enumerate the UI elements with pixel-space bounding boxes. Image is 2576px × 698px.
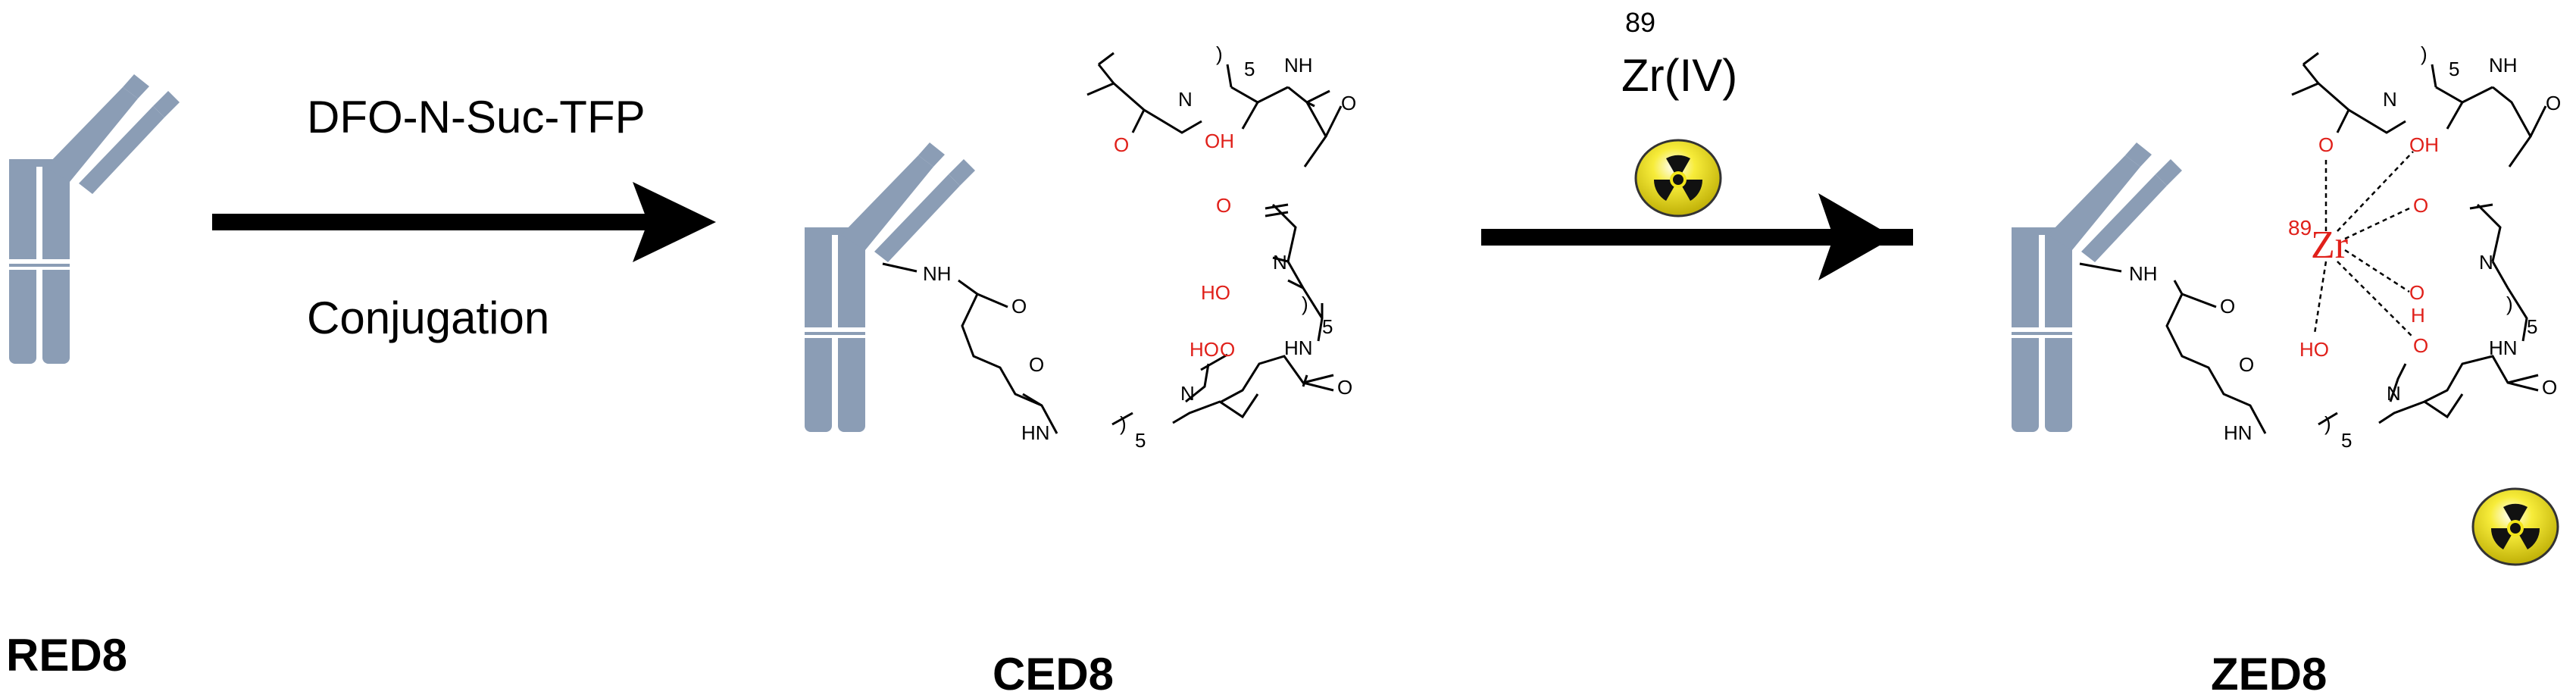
atom-o2: O bbox=[1029, 353, 1044, 376]
z-atom-sub5b: 5 bbox=[2527, 315, 2537, 338]
z-atom-n: N bbox=[2387, 382, 2401, 405]
zed8-label: ZED8 bbox=[2211, 649, 2327, 698]
z-atom-o7: O bbox=[2318, 133, 2334, 156]
z-atom-nh: NH bbox=[2129, 262, 2158, 285]
atom-o7: O bbox=[1114, 133, 1129, 156]
z-atom-paren2: ) bbox=[2506, 293, 2513, 315]
atom-hn: HN bbox=[1021, 421, 1050, 444]
z-atom-o5: O bbox=[2413, 194, 2428, 217]
chelation-arrow-icon bbox=[1481, 193, 1913, 280]
zed8-antibody-icon bbox=[2012, 142, 2182, 432]
step2-reagent: Zr(IV) bbox=[1621, 50, 1737, 101]
atom-o4: O bbox=[1337, 376, 1352, 399]
atom-paren: ) bbox=[1120, 412, 1127, 435]
z-atom-h: H bbox=[2411, 304, 2425, 327]
z-atom-nh2: NH bbox=[2489, 54, 2518, 77]
z-atom-ho: HO bbox=[2299, 338, 2329, 361]
z-atom-hn2: HN bbox=[2489, 336, 2518, 359]
zed8-radiation-icon bbox=[2471, 487, 2559, 566]
atom-paren2: ) bbox=[1302, 293, 1308, 315]
z-atom-o: O bbox=[2220, 295, 2235, 318]
ced8-dfo-structure: NH O HN ) 5 N HO O O O HN ) 5 N HO O O N… bbox=[882, 42, 1356, 452]
ced8-label: CED8 bbox=[993, 649, 1114, 698]
step1-process: Conjugation bbox=[307, 293, 549, 343]
step2-radiation-icon bbox=[1634, 139, 1722, 218]
atom-oh: OH bbox=[1205, 130, 1234, 152]
z-atom-o2: O bbox=[2239, 353, 2254, 376]
z-atom-paren3: ) bbox=[2421, 42, 2428, 65]
red8-label: RED8 bbox=[6, 630, 127, 681]
z-atom-n3: N bbox=[2383, 88, 2397, 111]
z-atom-sub5: 5 bbox=[2341, 429, 2352, 452]
z-atom-sub5c: 5 bbox=[2449, 58, 2459, 80]
zed8-dfo-zr-complex: 89 Zr NH O HN ) 5 N HO O O O HN ) 5 N O … bbox=[2079, 42, 2561, 452]
red8-antibody-icon bbox=[9, 74, 180, 364]
atom-o6: O bbox=[1341, 92, 1356, 114]
step1-reagent: DFO-N-Suc-TFP bbox=[307, 92, 646, 142]
z-atom-hn: HN bbox=[2224, 421, 2252, 444]
step2-isotope-mass: 89 bbox=[1625, 7, 1655, 38]
atom-n: N bbox=[1180, 382, 1195, 405]
z-atom-paren: ) bbox=[2324, 412, 2331, 435]
atom-paren3: ) bbox=[1216, 42, 1223, 65]
atom-ho: HO bbox=[1190, 338, 1219, 361]
atom-ho2: HO bbox=[1201, 281, 1230, 304]
z-atom-o3: O bbox=[2413, 334, 2428, 357]
atom-o3: O bbox=[1220, 338, 1235, 361]
atom-o5: O bbox=[1216, 194, 1231, 217]
z-atom-oh: OH bbox=[2409, 133, 2439, 156]
atom-o: O bbox=[1011, 295, 1027, 318]
conjugation-arrow-icon bbox=[212, 182, 716, 262]
atom-n2: N bbox=[1273, 251, 1287, 274]
atom-nh: NH bbox=[923, 262, 952, 285]
atom-hn2: HN bbox=[1284, 336, 1313, 359]
z-atom-n2: N bbox=[2479, 251, 2493, 274]
atom-sub5c: 5 bbox=[1244, 58, 1255, 80]
zr-atom: Zr bbox=[2311, 224, 2348, 267]
ced8-antibody-icon bbox=[805, 142, 975, 432]
z-atom-o4: O bbox=[2542, 376, 2557, 399]
atom-n3: N bbox=[1178, 88, 1193, 111]
atom-nh2: NH bbox=[1284, 54, 1313, 77]
atom-sub5b: 5 bbox=[1322, 315, 1333, 338]
atom-sub5: 5 bbox=[1135, 429, 1146, 452]
z-atom-o-h: O bbox=[2409, 281, 2424, 304]
zr-mass: 89 bbox=[2288, 216, 2312, 239]
z-atom-o6: O bbox=[2546, 92, 2561, 114]
